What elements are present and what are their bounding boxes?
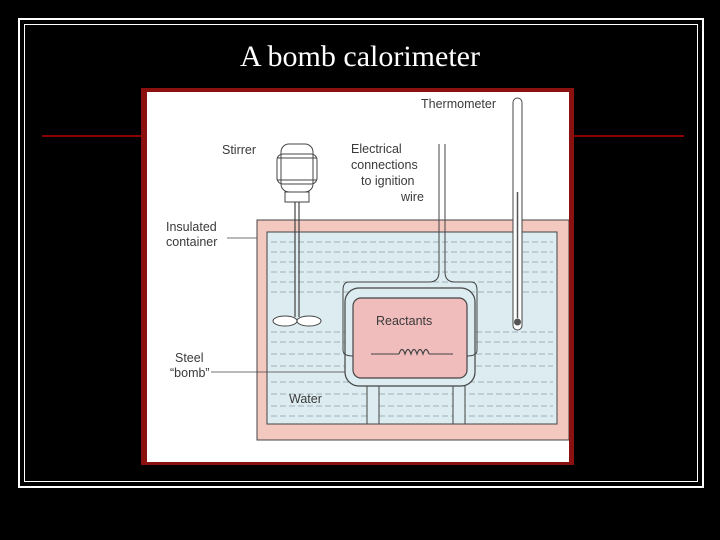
ignition-coil [398, 348, 430, 356]
water-surface-lines [271, 241, 553, 417]
reactants-chamber [352, 297, 468, 379]
slide-frame-inner [24, 24, 698, 482]
label-reactants: Reactants [376, 314, 432, 328]
calorimeter-diagram: Thermometer Stirrer Electrical connectio… [147, 92, 569, 462]
diagram-panel: Thermometer Stirrer Electrical connectio… [141, 88, 574, 465]
bomb-stand-left [366, 383, 380, 425]
label-thermometer: Thermometer [421, 97, 496, 111]
label-insulated-2: container [166, 235, 217, 249]
label-electrical-4: wire [400, 190, 424, 204]
electrical-wire-left [342, 144, 440, 357]
stirrer-blade-left [272, 315, 298, 327]
label-electrical-3: to ignition [361, 174, 415, 188]
stirrer-blade-right [296, 315, 322, 327]
label-steel-2: “bomb” [170, 366, 210, 380]
stirrer-collar [284, 191, 310, 203]
decorative-rule-right [572, 135, 684, 137]
label-electrical-2: connections [351, 158, 418, 172]
label-water: Water [289, 392, 322, 406]
slide-title: A bomb calorimeter [240, 40, 480, 73]
thermometer-bulb [514, 318, 521, 326]
stirrer-motor [280, 143, 314, 193]
label-electrical-1: Electrical [351, 142, 402, 156]
label-insulated-1: Insulated [166, 220, 217, 234]
electrical-wire-right [444, 144, 478, 357]
label-steel-1: Steel [175, 351, 204, 365]
bomb-stand-right [452, 383, 466, 425]
slide-frame-outer [18, 18, 704, 488]
decorative-rule-left [42, 135, 146, 137]
label-stirrer: Stirrer [222, 143, 256, 157]
